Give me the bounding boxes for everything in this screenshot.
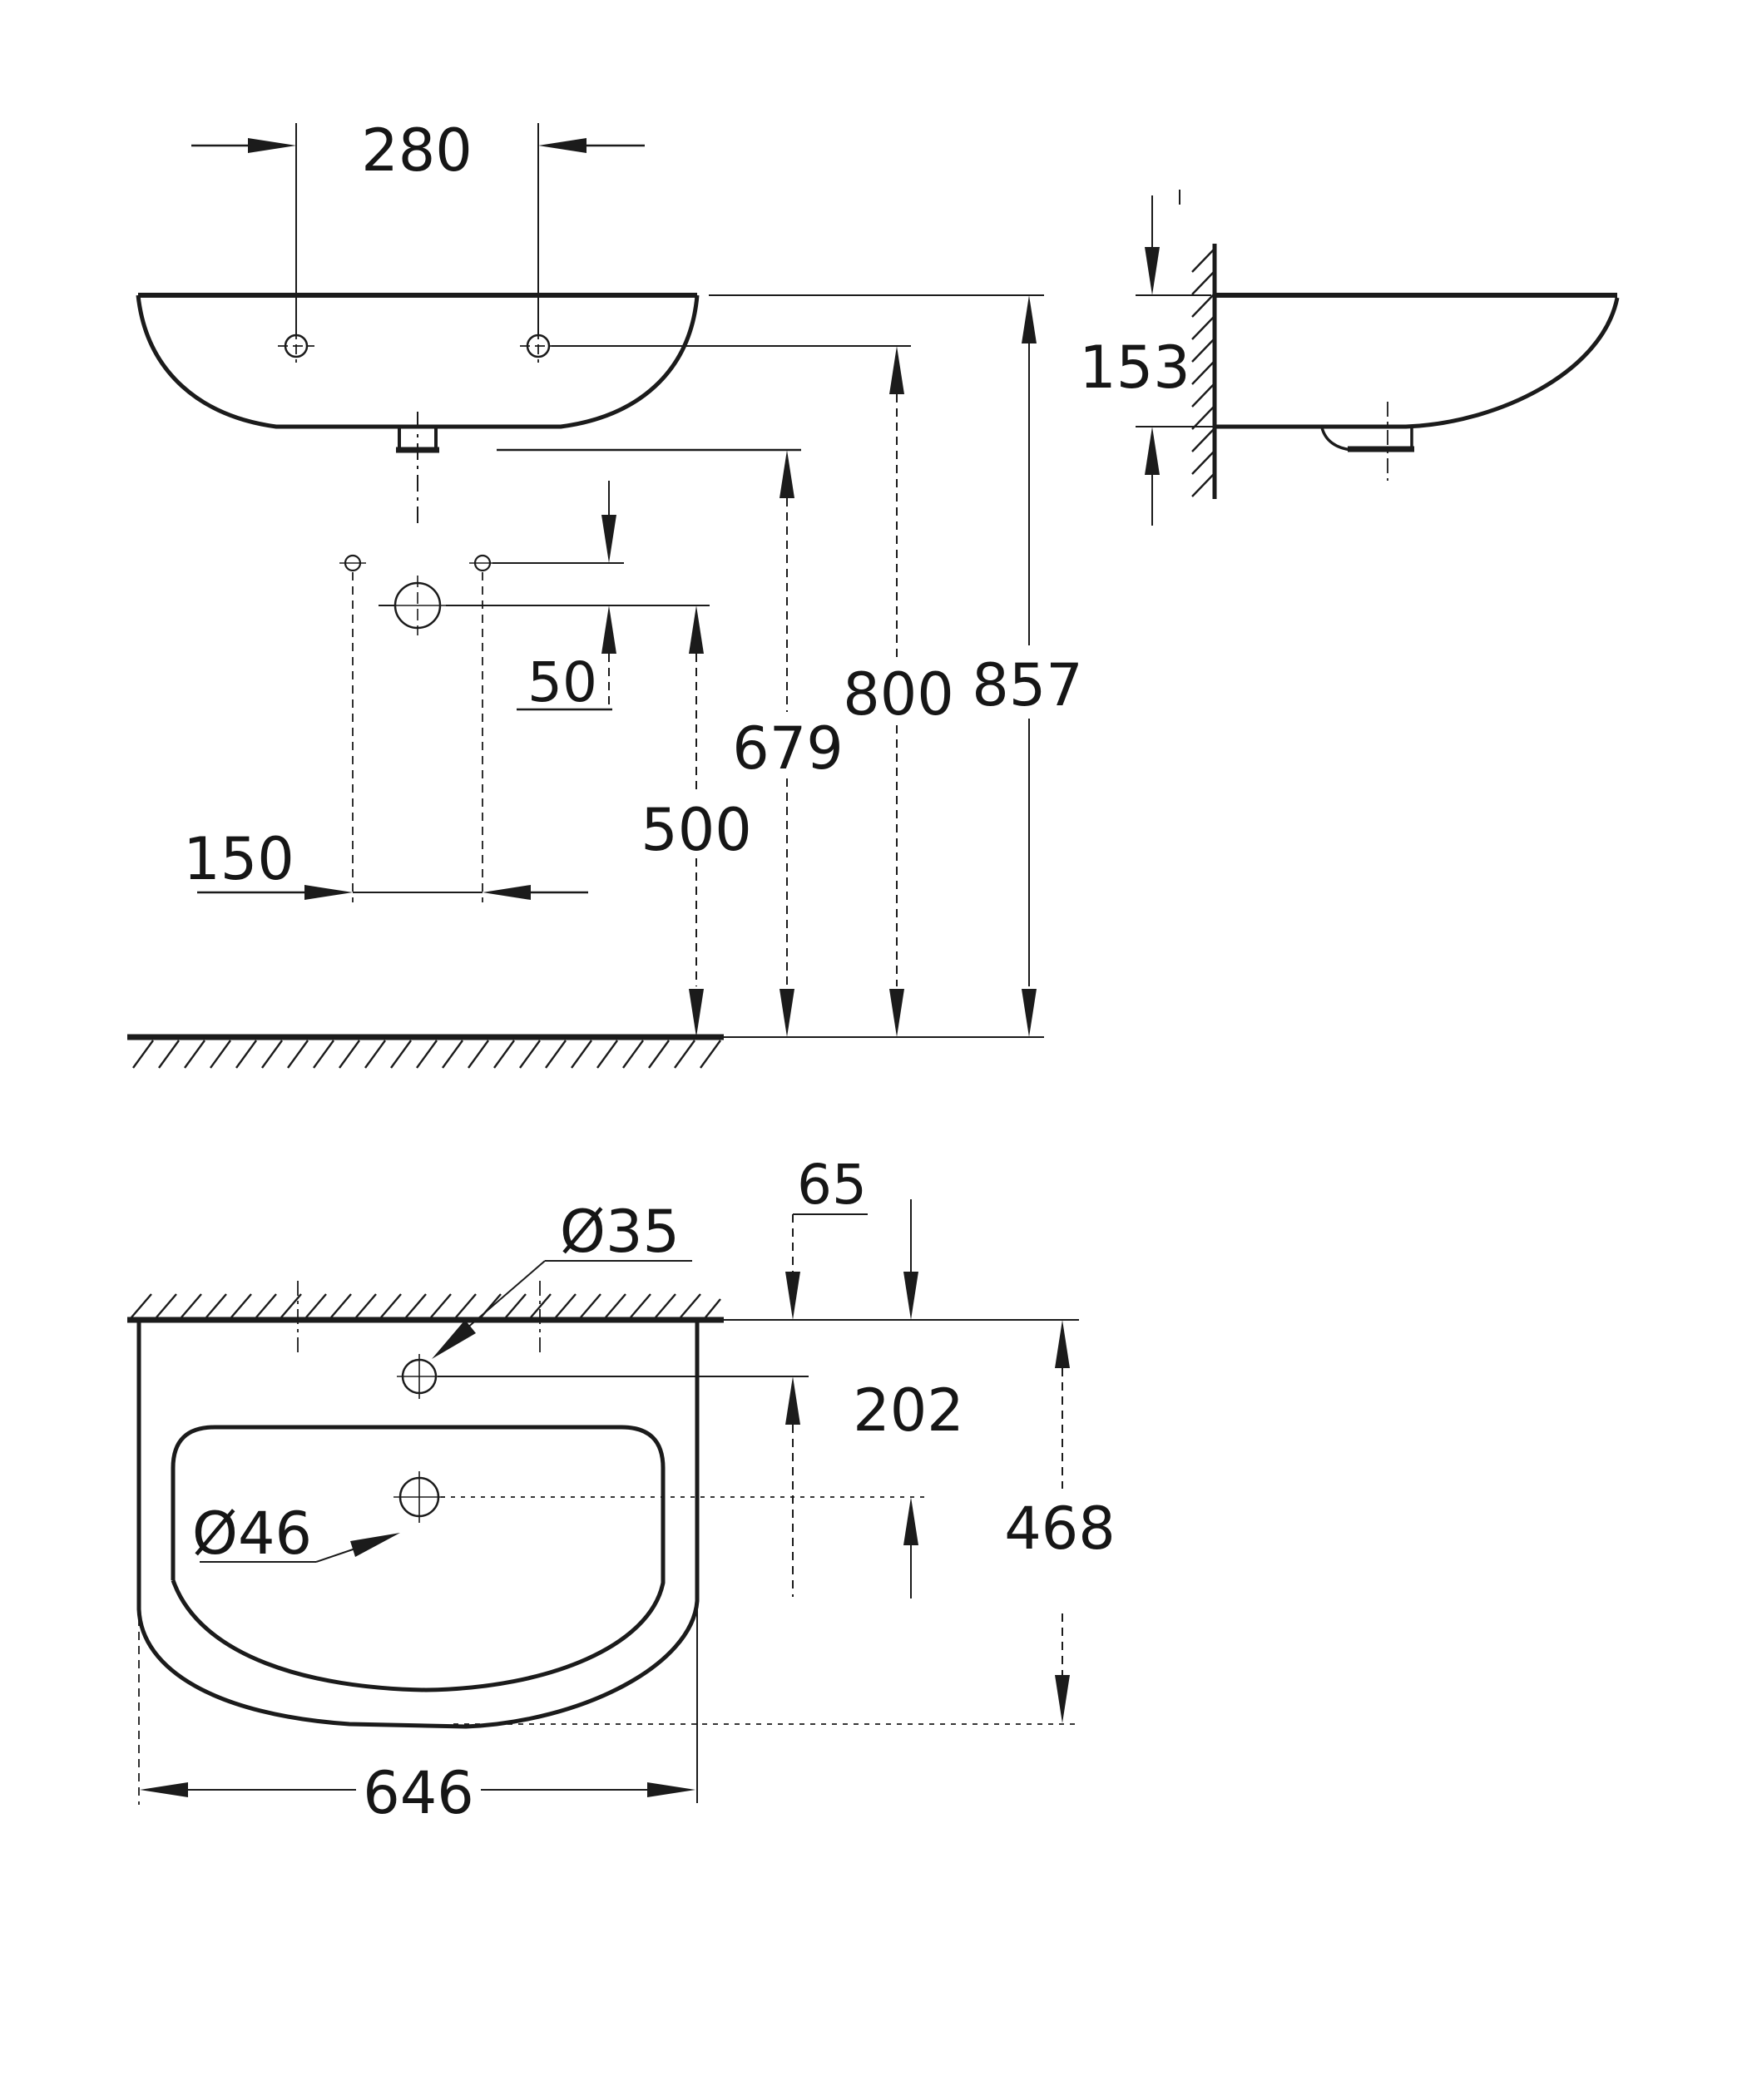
side-view <box>1136 190 1620 526</box>
dim-646-label: 646 <box>363 1759 474 1827</box>
floor <box>127 1034 1044 1069</box>
top-faucet-hole <box>397 1354 809 1399</box>
top-wall <box>127 1281 1079 1356</box>
top-bowl-outline <box>171 1425 666 1692</box>
dim-280 <box>191 123 645 334</box>
side-drain-trap <box>1320 402 1414 481</box>
front-bracket-holes <box>339 554 496 902</box>
dim-280-left-arrow <box>248 138 296 153</box>
dim-280-extension-lines <box>295 123 539 334</box>
dim-468 <box>453 1320 1079 1725</box>
dim-857 <box>1022 295 1037 1037</box>
dim-50 <box>517 481 616 711</box>
front-drain-stub <box>396 412 439 526</box>
dim-800-label: 800 <box>843 660 954 729</box>
top-basin-outline <box>136 1320 700 1729</box>
dim-153-label: 153 <box>1079 334 1190 402</box>
dim-857-label: 857 <box>972 651 1083 719</box>
dim-500-label: 500 <box>641 796 752 864</box>
front-outlet-hole <box>389 576 446 635</box>
dim-280-label: 280 <box>361 116 473 185</box>
dim-500 <box>689 605 704 1037</box>
side-wall-hatching <box>1191 249 1215 497</box>
dim-50-label: 50 <box>527 650 597 714</box>
front-deck-holes <box>278 329 557 363</box>
front-view <box>127 123 1044 1069</box>
dim-468-label: 468 <box>1004 1495 1116 1563</box>
dim-280-right-arrow <box>538 138 586 153</box>
dim-65 <box>785 1213 868 1597</box>
dim-646 <box>138 1605 698 1805</box>
dim-679-label: 679 <box>732 714 844 783</box>
dim-150-label: 150 <box>183 825 294 893</box>
dim-679 <box>779 450 794 1037</box>
top-drain-hole <box>393 1471 927 1523</box>
side-basin-underside <box>1216 297 1620 429</box>
top-wall-hatching <box>131 1293 721 1318</box>
dim-202-label: 202 <box>853 1376 964 1445</box>
leader-faucet-arrow <box>432 1320 476 1359</box>
leader-drain-arrow <box>350 1533 400 1557</box>
top-view <box>127 1199 1079 1805</box>
floor-hatching <box>132 1040 721 1069</box>
dim-800 <box>889 346 904 1037</box>
dim-65-label: 65 <box>797 1153 867 1217</box>
dim-153 <box>1136 190 1230 526</box>
leader-faucet-hole <box>432 1260 692 1359</box>
dimension-labels: 280 153 50 150 500 679 800 857 Ø35 65 20… <box>183 116 1190 1827</box>
dim-46-label: Ø46 <box>192 1500 312 1568</box>
dim-150 <box>197 885 588 900</box>
leader-drain-hole <box>200 1533 400 1563</box>
dim-35-label: Ø35 <box>560 1198 680 1266</box>
front-basin-body <box>136 294 700 429</box>
dim-202 <box>903 1199 918 1598</box>
